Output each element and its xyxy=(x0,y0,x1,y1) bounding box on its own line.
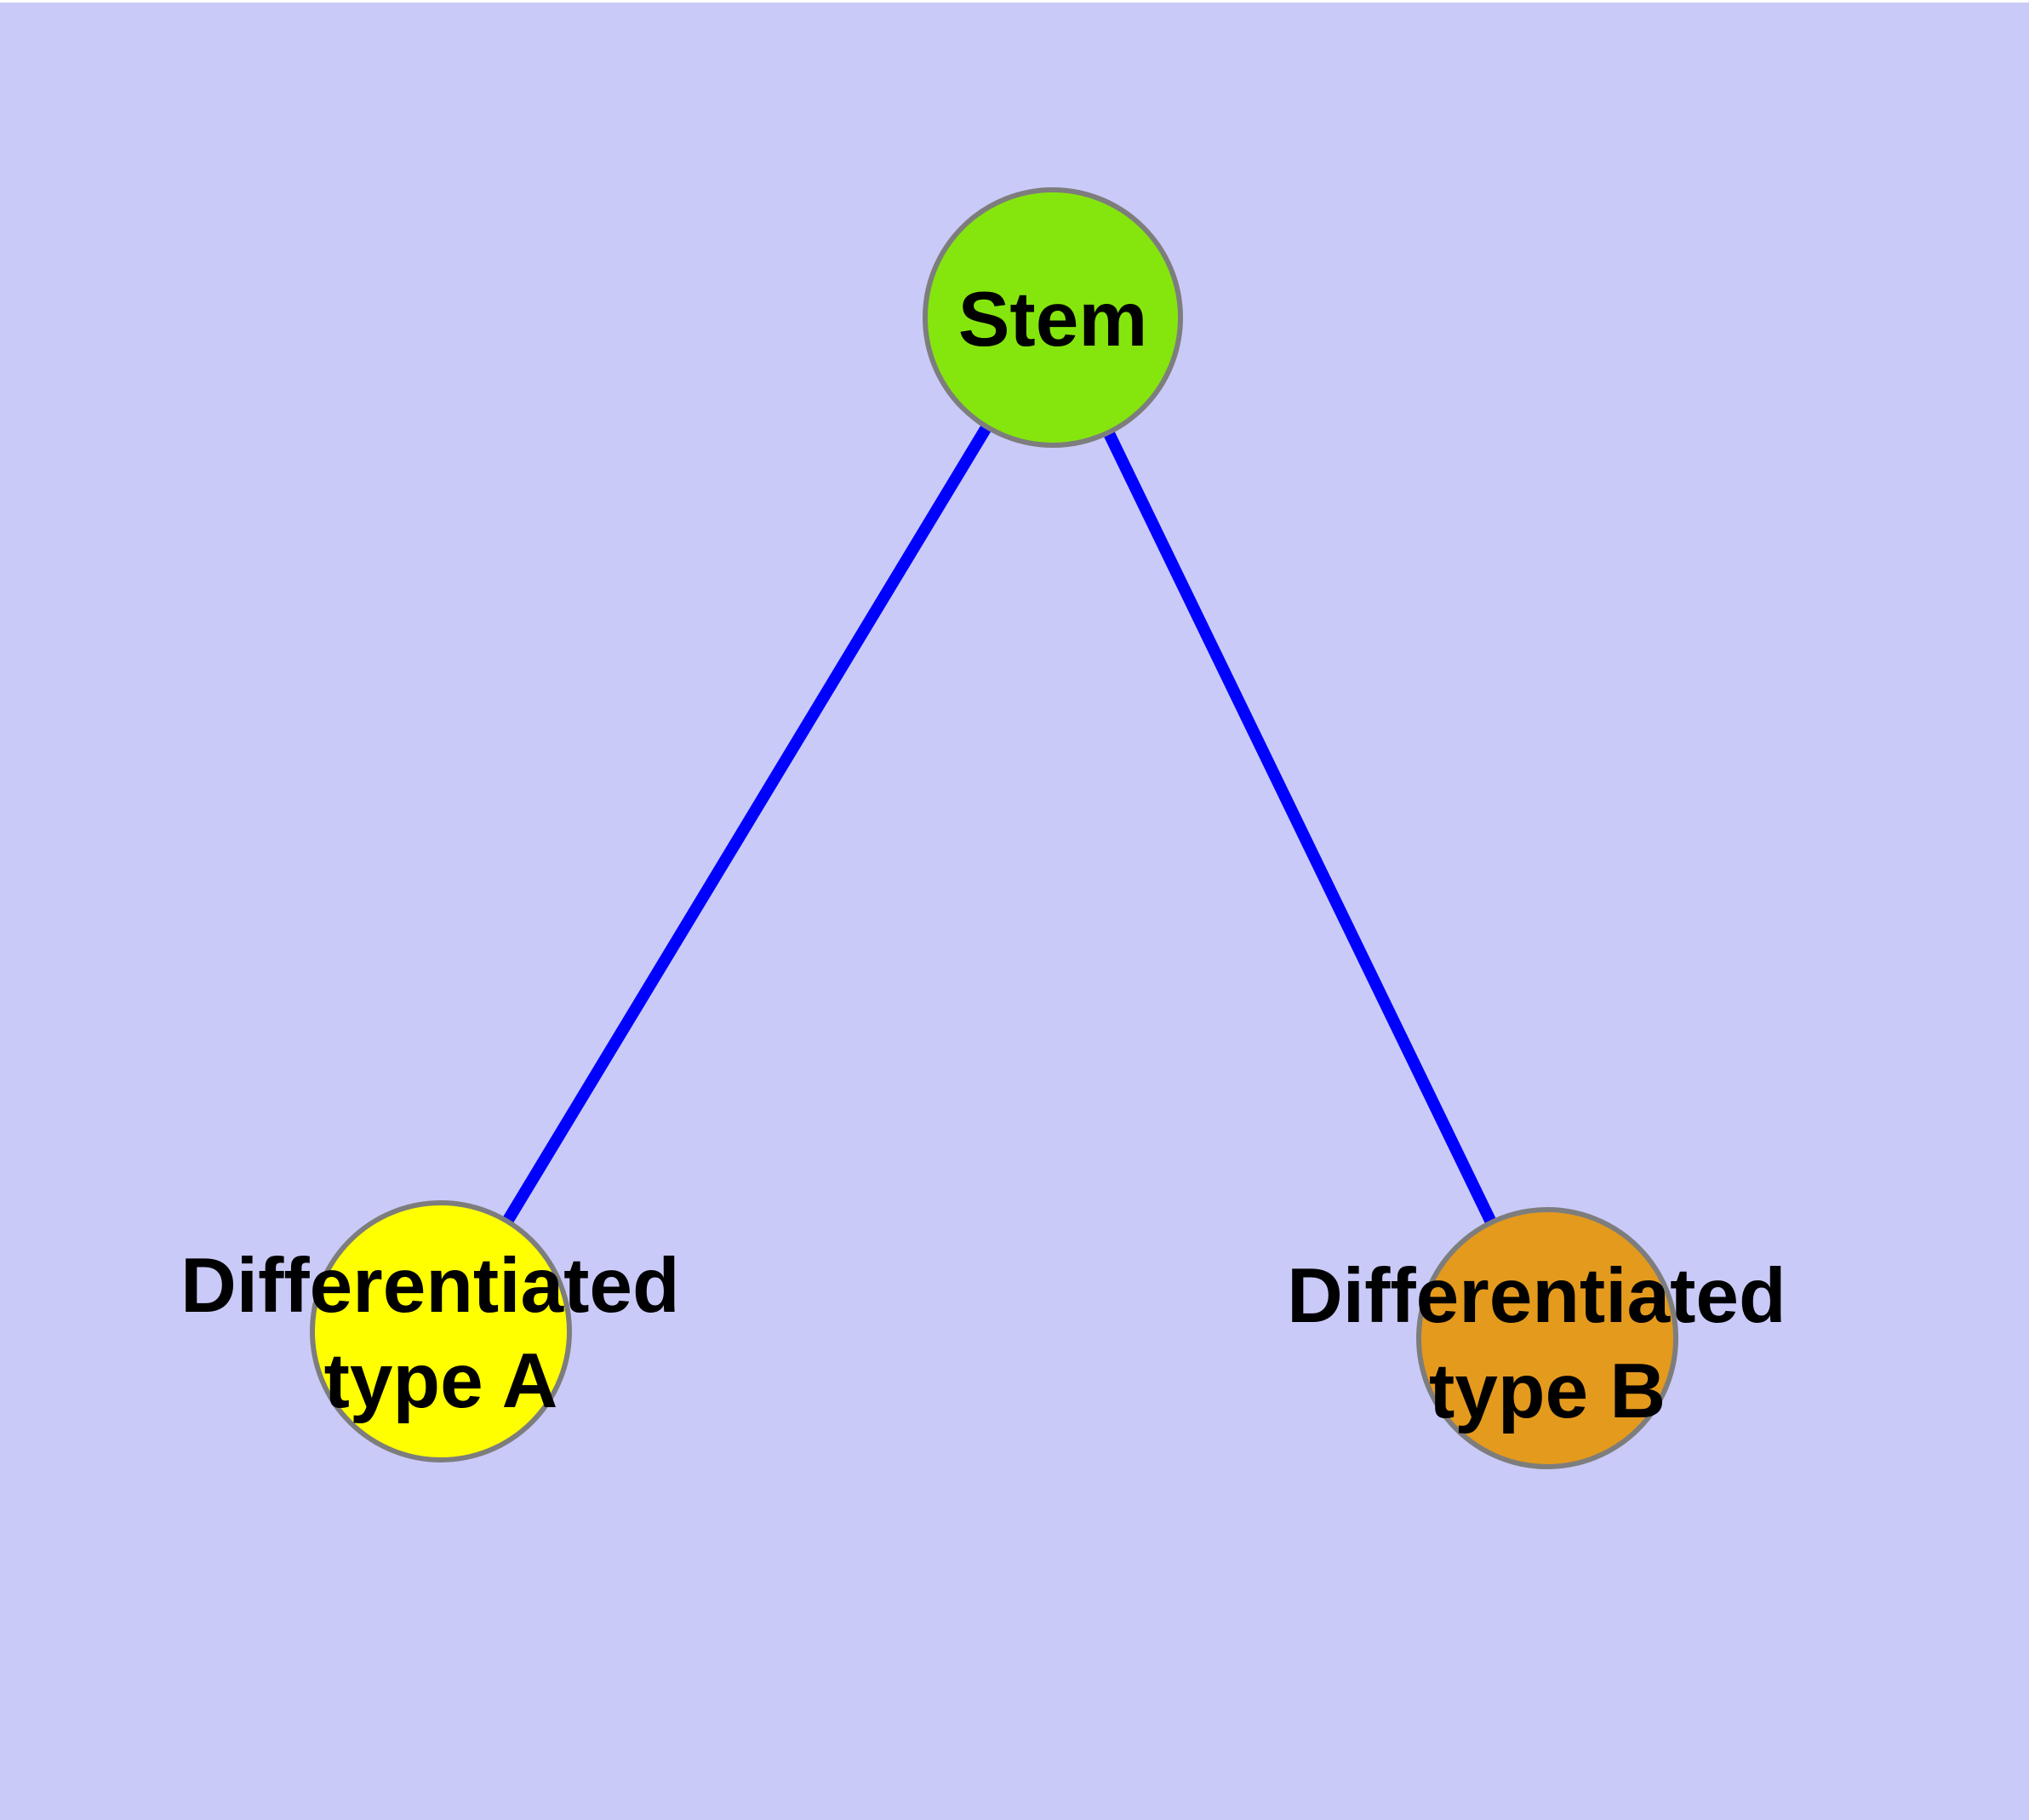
node-stem-circle[interactable] xyxy=(923,187,1183,448)
node-stem[interactable]: Stem xyxy=(923,187,1183,448)
node-type-a-label: Differentiated type A xyxy=(180,1243,701,1424)
top-edge-strip xyxy=(0,0,2029,3)
node-stem-label: Stem xyxy=(958,277,1148,363)
node-type-a-label-line1: Differentiated xyxy=(180,1243,680,1329)
edge-stem-to-type-b xyxy=(1047,314,1553,1342)
node-type-a-label-line2: type A xyxy=(324,1338,558,1424)
node-type-a-circle[interactable] xyxy=(310,1200,572,1462)
node-differentiated-type-b[interactable]: Differentiated type B xyxy=(1287,1207,1808,1469)
node-type-b-label-line1: Differentiated xyxy=(1287,1253,1786,1339)
node-type-b-label-line2: type B xyxy=(1429,1348,1666,1434)
node-differentiated-type-a[interactable]: Differentiated type A xyxy=(180,1200,701,1462)
node-type-b-circle[interactable] xyxy=(1416,1207,1678,1469)
edge-stem-to-type-a xyxy=(436,314,1058,1335)
node-type-b-label: Differentiated type B xyxy=(1287,1253,1808,1434)
